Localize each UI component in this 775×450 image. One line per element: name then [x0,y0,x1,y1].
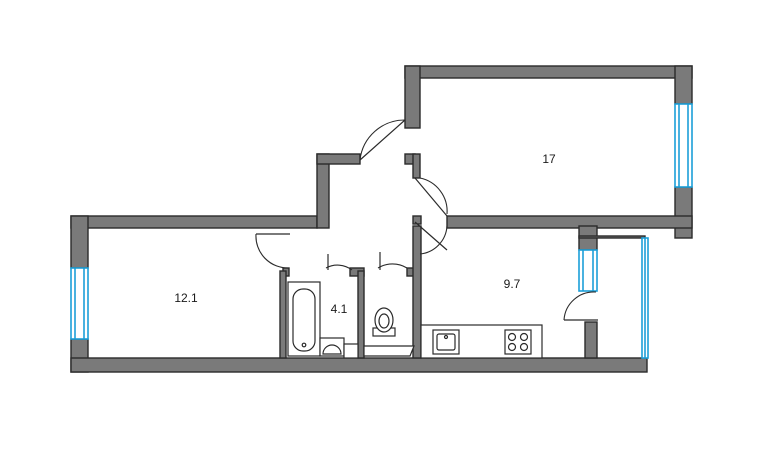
wall-hall-left [316,153,330,229]
stove-icon [504,329,532,355]
toilet-icon [372,307,396,337]
washer-icon [343,343,359,359]
wall-bath-left [279,270,287,359]
door-swing-icon [377,252,408,270]
wall-hall-top [316,153,361,165]
door-swing-icon [414,177,448,217]
wall-bedroom-right-upper [674,65,693,105]
room-area-bedroom: 17 [542,152,556,166]
wall-kitchen-right-lower [584,321,598,359]
door-swing-icon [563,291,598,321]
wall-living-left-upper [70,215,89,269]
wall-loggia-top [578,235,646,239]
room-area-bathroom: 4.1 [331,302,348,316]
window-kitchen [578,249,598,292]
wall-bottom [70,357,648,373]
wall-bedroom-bottom [446,215,693,229]
wall-bedroom-left-lower [412,153,421,179]
wall-bath-divider [357,270,365,359]
room-area-kitchen: 9.7 [504,277,521,291]
bathtub-icon [287,281,321,357]
wall-toilet-right [412,225,422,359]
room-area-living: 12.1 [174,291,198,305]
toilet-shelf [363,345,415,357]
windows [70,103,693,359]
door-swing-icon [359,119,406,161]
door-swing-icon [255,233,290,269]
door-swing-icon [414,221,448,255]
wall-living-top [70,215,318,229]
window-bedroom [674,103,693,188]
kitchen-sink-icon [432,329,460,355]
walls [70,65,693,373]
window-loggia [641,237,649,359]
wall-bedroom-bottom-stub [412,215,422,225]
door-swing-icon [325,254,353,271]
window-living [70,267,89,340]
sink-icon [319,337,345,357]
doors [255,119,598,321]
wall-bedroom-right-lower [674,186,693,239]
wall-bedroom-left [404,65,421,129]
wall-bedroom-top [404,65,693,79]
